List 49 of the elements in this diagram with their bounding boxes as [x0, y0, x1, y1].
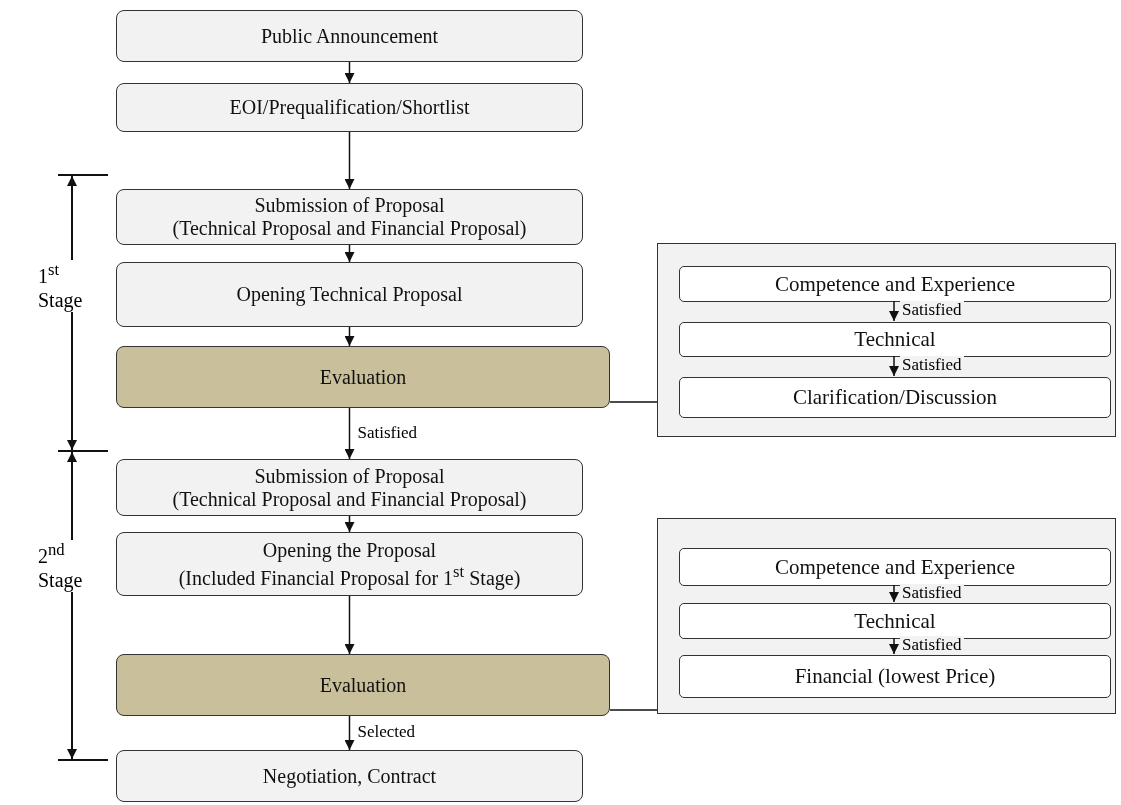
evaluation-box [116, 346, 610, 408]
process-box [116, 262, 583, 327]
process-box [116, 10, 583, 62]
box-subtext: (Technical Proposal and Financial Proposal) [172, 487, 527, 511]
process-box [116, 83, 583, 132]
box-text: Clarification/Discussion [792, 385, 998, 410]
criteria-box [679, 266, 1111, 302]
connector-line [609, 709, 658, 711]
box-subtext: (Technical Proposal and Financial Proposal) [172, 217, 527, 240]
arrow [344, 407, 355, 460]
box-text: Technical [854, 608, 936, 634]
box-text: EOI/Prequalification/Shortlist [229, 96, 470, 119]
box-text: Opening the Proposal [262, 538, 437, 562]
arrow [889, 584, 899, 603]
box-text: Evaluation [319, 673, 407, 697]
arrow [344, 61, 355, 84]
box-text: Evaluation [319, 365, 407, 389]
arrow [344, 131, 355, 190]
box-text: Financial (lowest Price) [794, 664, 996, 689]
arrow [344, 595, 355, 655]
box-text: Submission of Proposal [254, 464, 445, 488]
box-text: Submission of Proposal [254, 194, 445, 217]
evaluation-box [116, 654, 610, 716]
criteria-box [679, 548, 1111, 586]
box-text: Public Announcement [260, 24, 439, 48]
box-text: Competence and Experience [774, 271, 1016, 297]
box-text: Technical [854, 327, 936, 352]
process-box [116, 750, 583, 802]
box-text: Competence and Experience [774, 554, 1016, 580]
criteria-box [679, 322, 1111, 357]
box-text: Opening Technical Proposal [236, 283, 463, 306]
box-subtext: (Included Financial Proposal for 1$^{st}$ Stage) [178, 561, 521, 590]
criteria-panel [657, 243, 1116, 437]
arrow [889, 637, 899, 655]
box-text: Negotiation, Contract [262, 764, 437, 788]
criteria-box [679, 655, 1111, 698]
arrow [344, 326, 355, 347]
criteria-panel [657, 518, 1116, 714]
arrow [344, 515, 355, 533]
criteria-box [679, 377, 1111, 418]
arrow [344, 244, 355, 263]
arrow [344, 715, 355, 751]
arrow [889, 355, 899, 377]
arrow [889, 300, 899, 322]
connector-line [609, 401, 658, 403]
process-box [116, 532, 583, 596]
criteria-box [679, 603, 1111, 639]
process-box [116, 189, 583, 245]
process-box [116, 459, 583, 516]
